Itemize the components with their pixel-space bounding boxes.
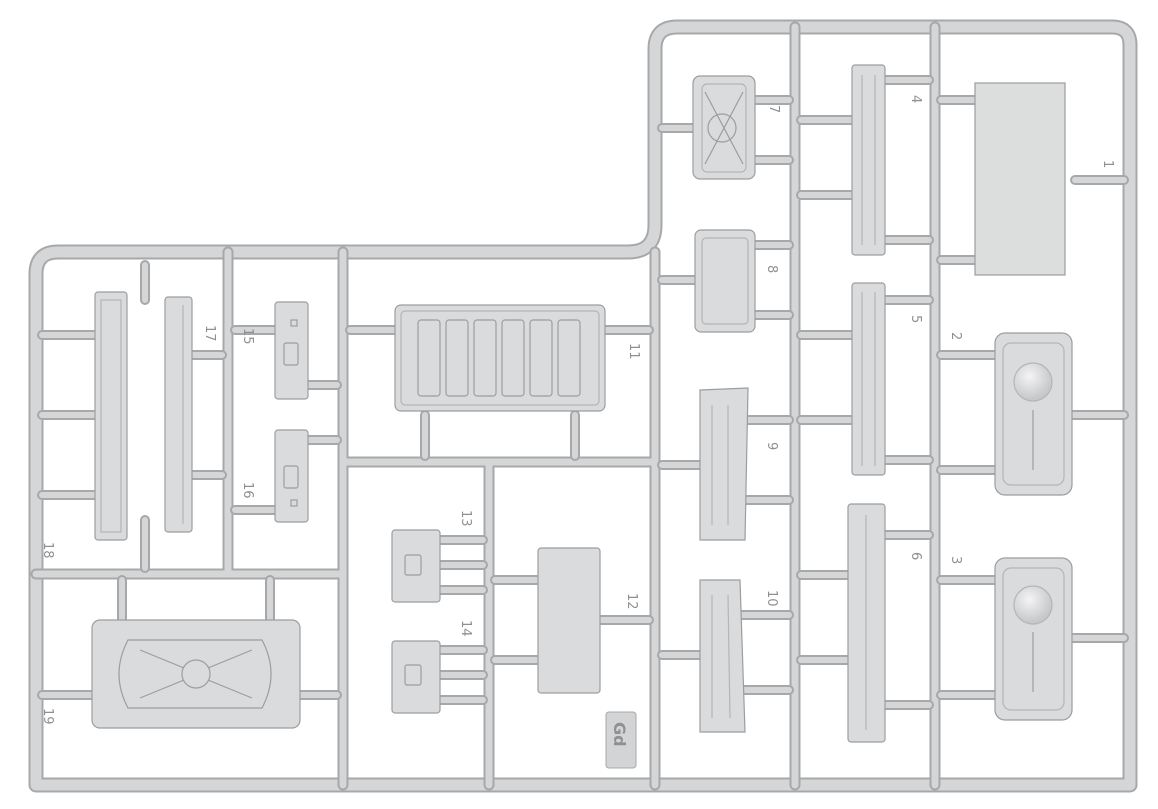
part-label-2: 2 <box>948 332 963 340</box>
part-18 <box>94 291 128 541</box>
part-14 <box>391 640 441 714</box>
part-label-16: 16 <box>240 482 255 499</box>
svg-text:1: 1 <box>1100 160 1115 168</box>
part-15 <box>274 301 309 400</box>
svg-text:10: 10 <box>764 590 779 607</box>
svg-text:18: 18 <box>40 542 55 559</box>
part-label-3: 3 <box>948 556 963 564</box>
part-5 <box>851 282 886 476</box>
part-2 <box>994 332 1073 496</box>
part-label-15: 15 <box>240 328 255 345</box>
part-9 <box>699 387 749 541</box>
part-11 <box>394 304 606 412</box>
svg-text:19: 19 <box>40 708 55 725</box>
svg-text:5: 5 <box>908 315 923 323</box>
svg-text:11: 11 <box>626 343 641 360</box>
part-19 <box>91 619 301 729</box>
svg-text:15: 15 <box>240 328 255 345</box>
sprue-gates <box>37 75 1129 710</box>
part-label-13: 13 <box>458 510 473 527</box>
part-label-9: 9 <box>764 442 779 450</box>
svg-text:12: 12 <box>624 593 639 610</box>
part-6 <box>847 503 886 743</box>
part-17 <box>164 296 193 533</box>
part-16 <box>274 429 309 523</box>
part-8 <box>694 229 756 333</box>
part-3 <box>994 557 1073 721</box>
svg-text:13: 13 <box>458 510 473 527</box>
svg-text:9: 9 <box>764 442 779 450</box>
part-label-8: 8 <box>764 265 779 273</box>
part-label-12: 12 <box>624 593 639 610</box>
svg-text:14: 14 <box>458 620 473 637</box>
sprue-runners <box>30 21 941 791</box>
part-label-4: 4 <box>908 95 923 103</box>
part-number-labels: 1 2 3 4 5 6 7 8 9 10 11 12 13 14 15 16 1… <box>40 95 1115 725</box>
part-10 <box>699 579 746 733</box>
svg-text:4: 4 <box>908 95 923 103</box>
part-label-10: 10 <box>764 590 779 607</box>
part-label-1: 1 <box>1100 160 1115 168</box>
sprue-frame <box>28 19 1138 793</box>
svg-text:6: 6 <box>908 552 923 560</box>
svg-text:16: 16 <box>240 482 255 499</box>
part-label-18: 18 <box>40 542 55 559</box>
part-label-6: 6 <box>908 552 923 560</box>
svg-text:17: 17 <box>202 325 217 342</box>
svg-text:2: 2 <box>948 332 963 340</box>
part-label-14: 14 <box>458 620 473 637</box>
part-label-5: 5 <box>908 315 923 323</box>
part-4 <box>851 64 886 256</box>
part-label-11: 11 <box>626 343 641 360</box>
svg-text:7: 7 <box>766 105 781 113</box>
part-13 <box>391 529 441 603</box>
sprue-letter-text: Gd <box>610 722 629 747</box>
svg-text:8: 8 <box>764 265 779 273</box>
part-12 <box>537 547 601 694</box>
part-1 <box>974 82 1066 276</box>
sprue-letter-tab: Gd <box>605 711 637 769</box>
part-7 <box>692 75 756 180</box>
part-label-17: 17 <box>202 325 217 342</box>
part-label-19: 19 <box>40 708 55 725</box>
svg-text:3: 3 <box>948 556 963 564</box>
part-label-7: 7 <box>766 105 781 113</box>
